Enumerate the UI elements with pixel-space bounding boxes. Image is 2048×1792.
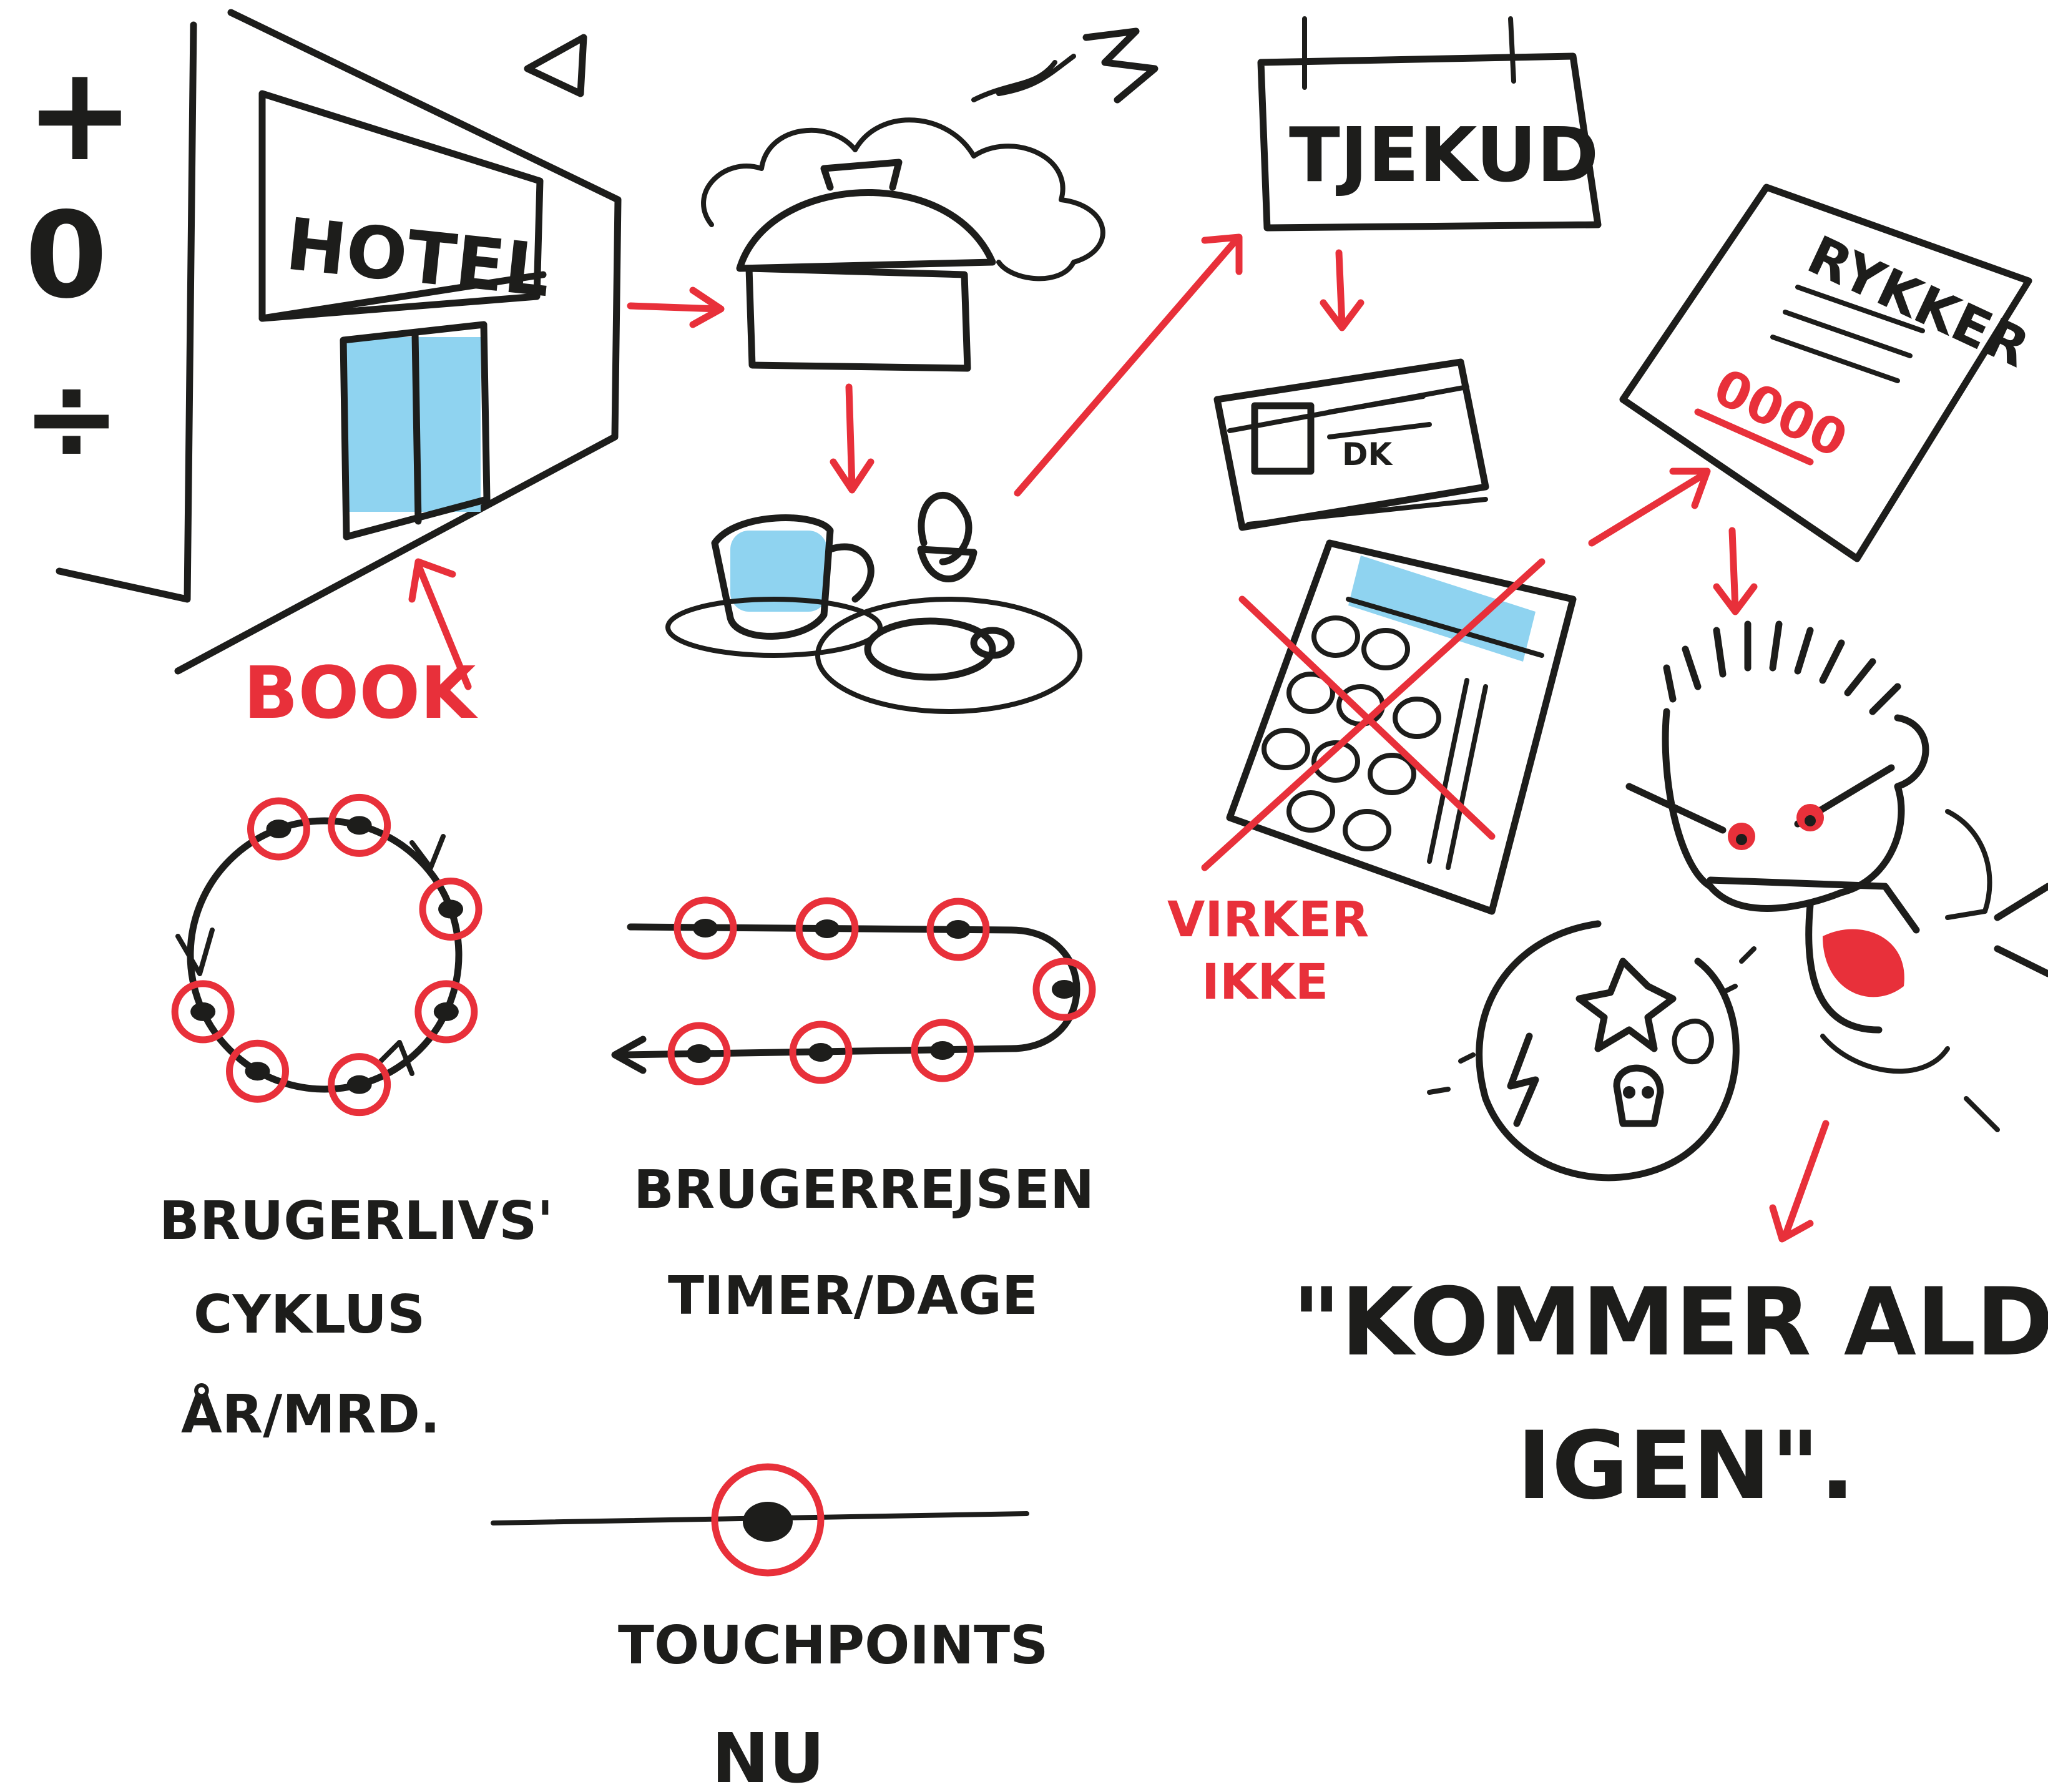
cursing-speech-bubble-icon (1427, 920, 1756, 1182)
ikke-label: IKKE (1202, 954, 1328, 1011)
lifecycle-touchpoints (171, 793, 483, 1117)
touchpoint-marker-icon: TOUCHPOINTS NU (491, 1463, 1048, 1792)
touchpoint-dot (693, 919, 718, 938)
lifecycle-touchpoint-6 (226, 1039, 289, 1103)
touchpoint-dot (346, 1075, 372, 1094)
virker-label: VIRKER (1167, 892, 1369, 948)
touchpoint-dot (346, 816, 372, 835)
journey-touchpoint-2 (795, 897, 859, 961)
touchpoint-dot (245, 1062, 270, 1081)
arrow-to-card (1320, 249, 1365, 331)
journey-label-1: BRUGERREJSEN (634, 1159, 1094, 1221)
arrow-to-reminder (1588, 468, 1711, 547)
touchpoint-dot (808, 1043, 833, 1062)
book-label: BOOK (243, 652, 478, 735)
touchpoint-ring (328, 793, 391, 857)
journey-touchpoint-7 (667, 1022, 731, 1085)
lifecycle-label-1: BRUGERLIVS' (159, 1190, 553, 1252)
lifecycle-touchpoint-5 (328, 1053, 391, 1117)
touchpoint-ring (419, 877, 483, 941)
side-symbols: + 0 ÷ (22, 37, 135, 487)
lifecycle-touchpoint-4 (414, 980, 478, 1044)
breakfast-cup-egg-icon (665, 492, 1082, 714)
arrow-to-service (627, 286, 725, 328)
journey-touchpoint-1 (674, 896, 737, 960)
hotel-label: HOTEL (282, 203, 554, 314)
calculator-crossed-icon (1201, 539, 1577, 915)
journey-touchpoint-5 (911, 1019, 974, 1082)
touchpoint-dot (687, 1044, 712, 1063)
lifecycle-touchpoint-2 (328, 793, 391, 857)
lifecycle-label-2: CYKLUS (194, 1284, 425, 1346)
touchpoint-ring (789, 1021, 853, 1084)
touchpoint-dot (266, 819, 292, 838)
tjekud-label: TJEKUD (1289, 112, 1599, 199)
journey-touchpoint-3 (926, 898, 990, 961)
touchpoint-ring (1032, 957, 1096, 1021)
touchpoint-dot (433, 1002, 459, 1021)
dk-label: DK (1342, 436, 1394, 472)
touchpoint-dot (930, 1041, 955, 1060)
checkout-sign-icon: TJEKUD (1257, 16, 1602, 232)
lifecycle-label-3: ÅR/MRD. (181, 1383, 440, 1446)
journey-touchpoints (667, 896, 1096, 1085)
reminder-letter-icon: RYKKER 0000 (1619, 184, 2038, 562)
lifecycle-touchpoint-1 (247, 797, 310, 861)
arrow-to-breakfast (830, 383, 875, 494)
touchpoint-dot (815, 919, 840, 938)
journey-label-2: TIMER/DAGE (668, 1265, 1038, 1327)
user-journey-path-icon: BRUGERREJSEN TIMER/DAGE (611, 896, 1096, 1327)
touchpoint-dot (1052, 980, 1077, 999)
hotel-building-icon: HOTEL (56, 9, 622, 675)
arrow-to-checkout (1014, 233, 1243, 497)
touchpoint-ring (226, 1039, 289, 1103)
arrow-to-quote (1769, 1120, 1830, 1243)
quote-line-2: IGEN". (1517, 1412, 1855, 1520)
touchpoints-label: TOUCHPOINTS (618, 1615, 1048, 1677)
touchpoint-ring (795, 897, 859, 961)
virker-ikke-note: VIRKER IKKE (1167, 892, 1369, 1011)
side-plus-label: + (25, 37, 135, 190)
touchpoint-ring (926, 898, 990, 961)
room-service-cloche-icon (701, 27, 1159, 372)
arrow-to-angry (1713, 527, 1758, 615)
touchpoint-ring (414, 980, 478, 1044)
journey-touchpoint-6 (789, 1021, 853, 1084)
touchpoint-dot (190, 1002, 216, 1021)
touchpoint-ring (247, 797, 310, 861)
touchpoint-ring (667, 1022, 731, 1085)
touchpoint-ring (171, 980, 235, 1044)
side-zero-label: 0 (25, 187, 107, 325)
touchpoint-dot (438, 899, 464, 919)
lifecycle-touchpoint-7 (171, 980, 235, 1044)
book-arrow: BOOK (243, 558, 478, 735)
touchpoint-ring (674, 896, 737, 960)
user-lifecycle-circle-icon: BRUGERLIVS' CYKLUS ÅR/MRD. (159, 793, 553, 1446)
journey-touchpoint-4 (1032, 957, 1096, 1021)
side-div-label: ÷ (22, 349, 121, 487)
quote-line-1: "KOMMER ALDRIG (1292, 1268, 2048, 1377)
angry-customer-face-icon (1625, 620, 2048, 1132)
lifecycle-touchpoint-3 (419, 877, 483, 941)
nu-label: NU (712, 1718, 825, 1792)
touchpoint-ring (328, 1053, 391, 1117)
touchpoint-dot (946, 920, 971, 939)
credit-card-icon: DK (1213, 358, 1489, 531)
quote-block: "KOMMER ALDRIG IGEN". (1292, 1268, 2048, 1520)
touchpoint-ring (911, 1019, 974, 1082)
